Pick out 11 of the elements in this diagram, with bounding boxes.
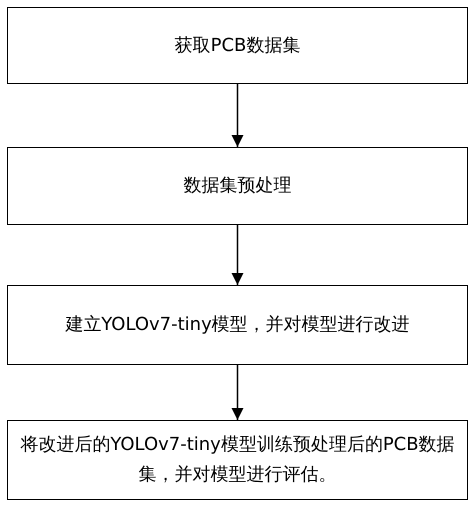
process-box [7,7,468,84]
step-text: 数据集预处理 [184,174,292,198]
process-box [7,420,468,500]
arrow [232,225,244,285]
step-text: 将改进后的YOLOv7-tiny模型训练预处理后的PCB数据集，并对模型进行评估。 [20,433,455,487]
arrow [232,84,244,147]
process-box [7,285,468,365]
step-text: 获取PCB数据集 [174,34,300,58]
arrow [232,365,244,420]
step-text: 建立YOLOv7-tiny模型，并对模型进行改进 [65,313,410,337]
process-box [7,147,468,225]
